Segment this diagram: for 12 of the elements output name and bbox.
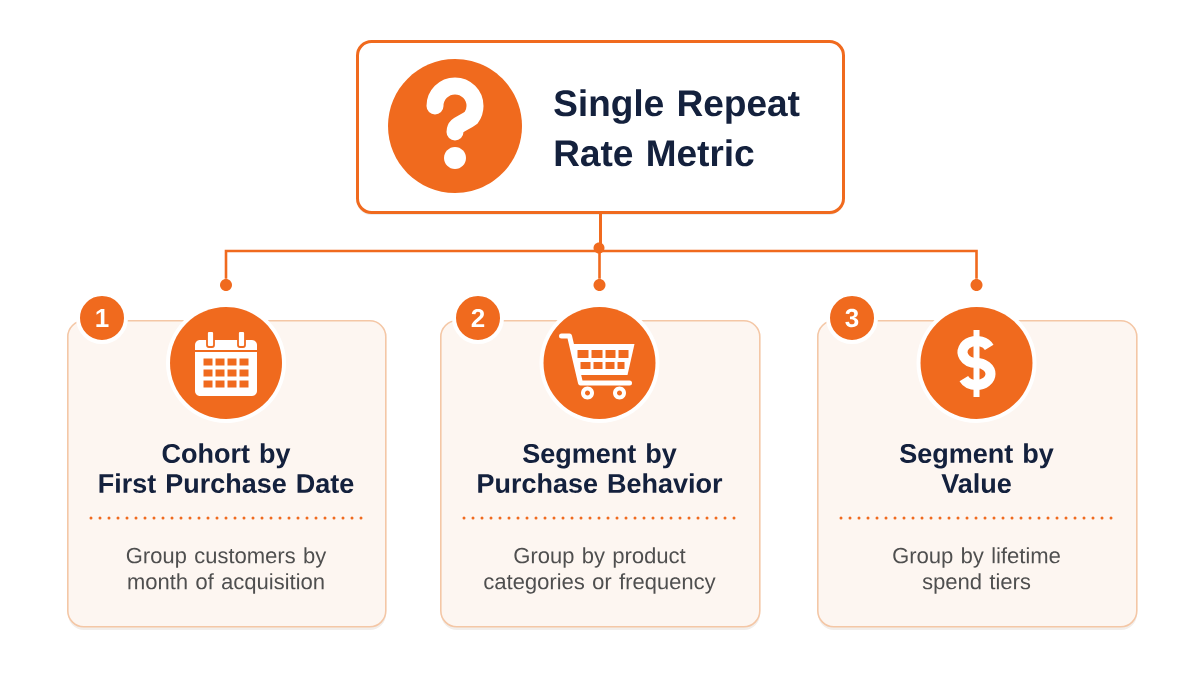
card-heading: Cohort by First Purchase Date <box>99 443 354 494</box>
card-description: Group by product categories or frequency <box>484 547 716 594</box>
card-description: Group by lifetime spend tiers <box>893 547 1060 594</box>
card-heading: Segment by Purchase Behavior <box>478 443 723 494</box>
card-heading: Segment by Value <box>900 443 1054 494</box>
card-description: Group customers by month of acquisition <box>126 547 327 594</box>
number-badge: 2 <box>452 292 504 344</box>
box-title: Single Repeat Rate Metric <box>554 89 800 167</box>
number-badge: 1 <box>76 292 128 344</box>
connector-line <box>599 214 978 279</box>
title-box <box>356 40 845 215</box>
number-badge: 3 <box>826 292 878 344</box>
